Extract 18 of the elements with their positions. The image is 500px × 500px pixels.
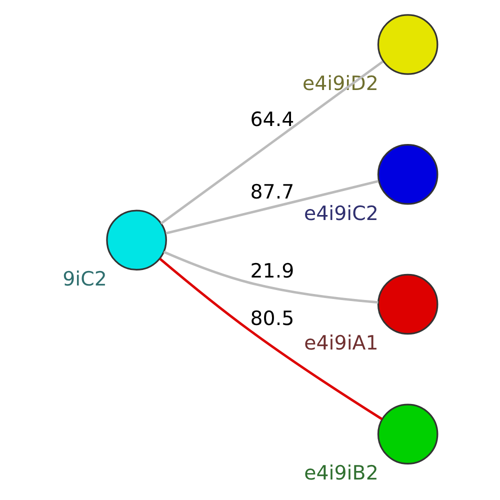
node-label: e4i9iD2 — [302, 72, 378, 95]
connector — [160, 60, 384, 224]
edge-label: 80.5 — [250, 306, 294, 330]
connector — [166, 180, 379, 235]
edge-label: 21.9 — [250, 259, 294, 282]
node-circle — [377, 144, 438, 205]
node-label: e4i9iC2 — [304, 202, 378, 225]
node-label: e4i9iB2 — [304, 462, 378, 485]
node-label: 9iC2 — [62, 268, 107, 291]
connector — [163, 250, 378, 304]
node-circle — [106, 210, 167, 271]
node-circle — [377, 274, 438, 335]
connector — [159, 258, 383, 420]
node-label: e4i9iA1 — [304, 332, 378, 355]
edge-label: 64.4 — [250, 108, 294, 132]
node-circle — [377, 404, 438, 465]
node-circle — [377, 14, 438, 75]
edge-label: 87.7 — [250, 180, 294, 204]
